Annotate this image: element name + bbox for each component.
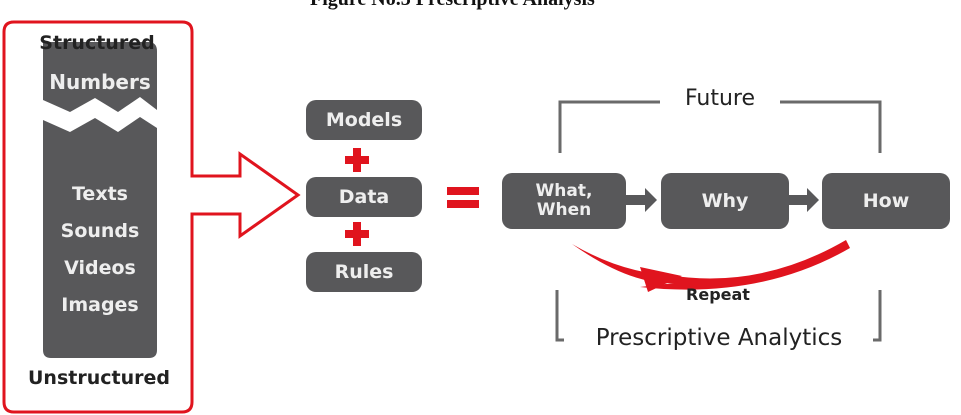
item-texts: Texts: [72, 183, 128, 205]
numbers-label: Numbers: [49, 70, 151, 94]
future-label: Future: [684, 86, 756, 111]
step-how: How: [822, 173, 950, 229]
repeat-label: Repeat: [686, 285, 750, 304]
item-videos: Videos: [64, 257, 136, 279]
item-sounds: Sounds: [60, 220, 140, 242]
prescriptive-analytics-label: Prescriptive Analytics: [595, 325, 843, 351]
models-box: Models: [306, 100, 422, 140]
data-box: Data: [306, 177, 422, 217]
plus-icon: [345, 148, 369, 246]
analytics-bracket-right: [873, 290, 882, 342]
red-outline-arrow: [2, 20, 301, 414]
step-what-when: What, When: [502, 173, 626, 229]
repeat-arrow: [572, 240, 850, 290]
rules-box: Rules: [306, 252, 422, 292]
step-why: Why: [661, 173, 789, 229]
unstructured-items: Texts Sounds Videos Images: [43, 176, 157, 324]
figure-caption: Figure No.3 Prescriptive Analysis: [310, 0, 595, 11]
repeat-arrowhead-icon: [640, 267, 682, 292]
unstructured-box: [43, 117, 157, 358]
unstructured-label: Unstructured: [28, 367, 170, 389]
analytics-bracket-left: [555, 290, 564, 342]
future-bracket: [558, 100, 882, 153]
numbers-box: [43, 42, 157, 112]
equals-icon: [447, 187, 479, 208]
item-images: Images: [61, 294, 139, 316]
structured-label: Structured: [39, 32, 155, 54]
step-arrow-icon: [625, 188, 819, 212]
